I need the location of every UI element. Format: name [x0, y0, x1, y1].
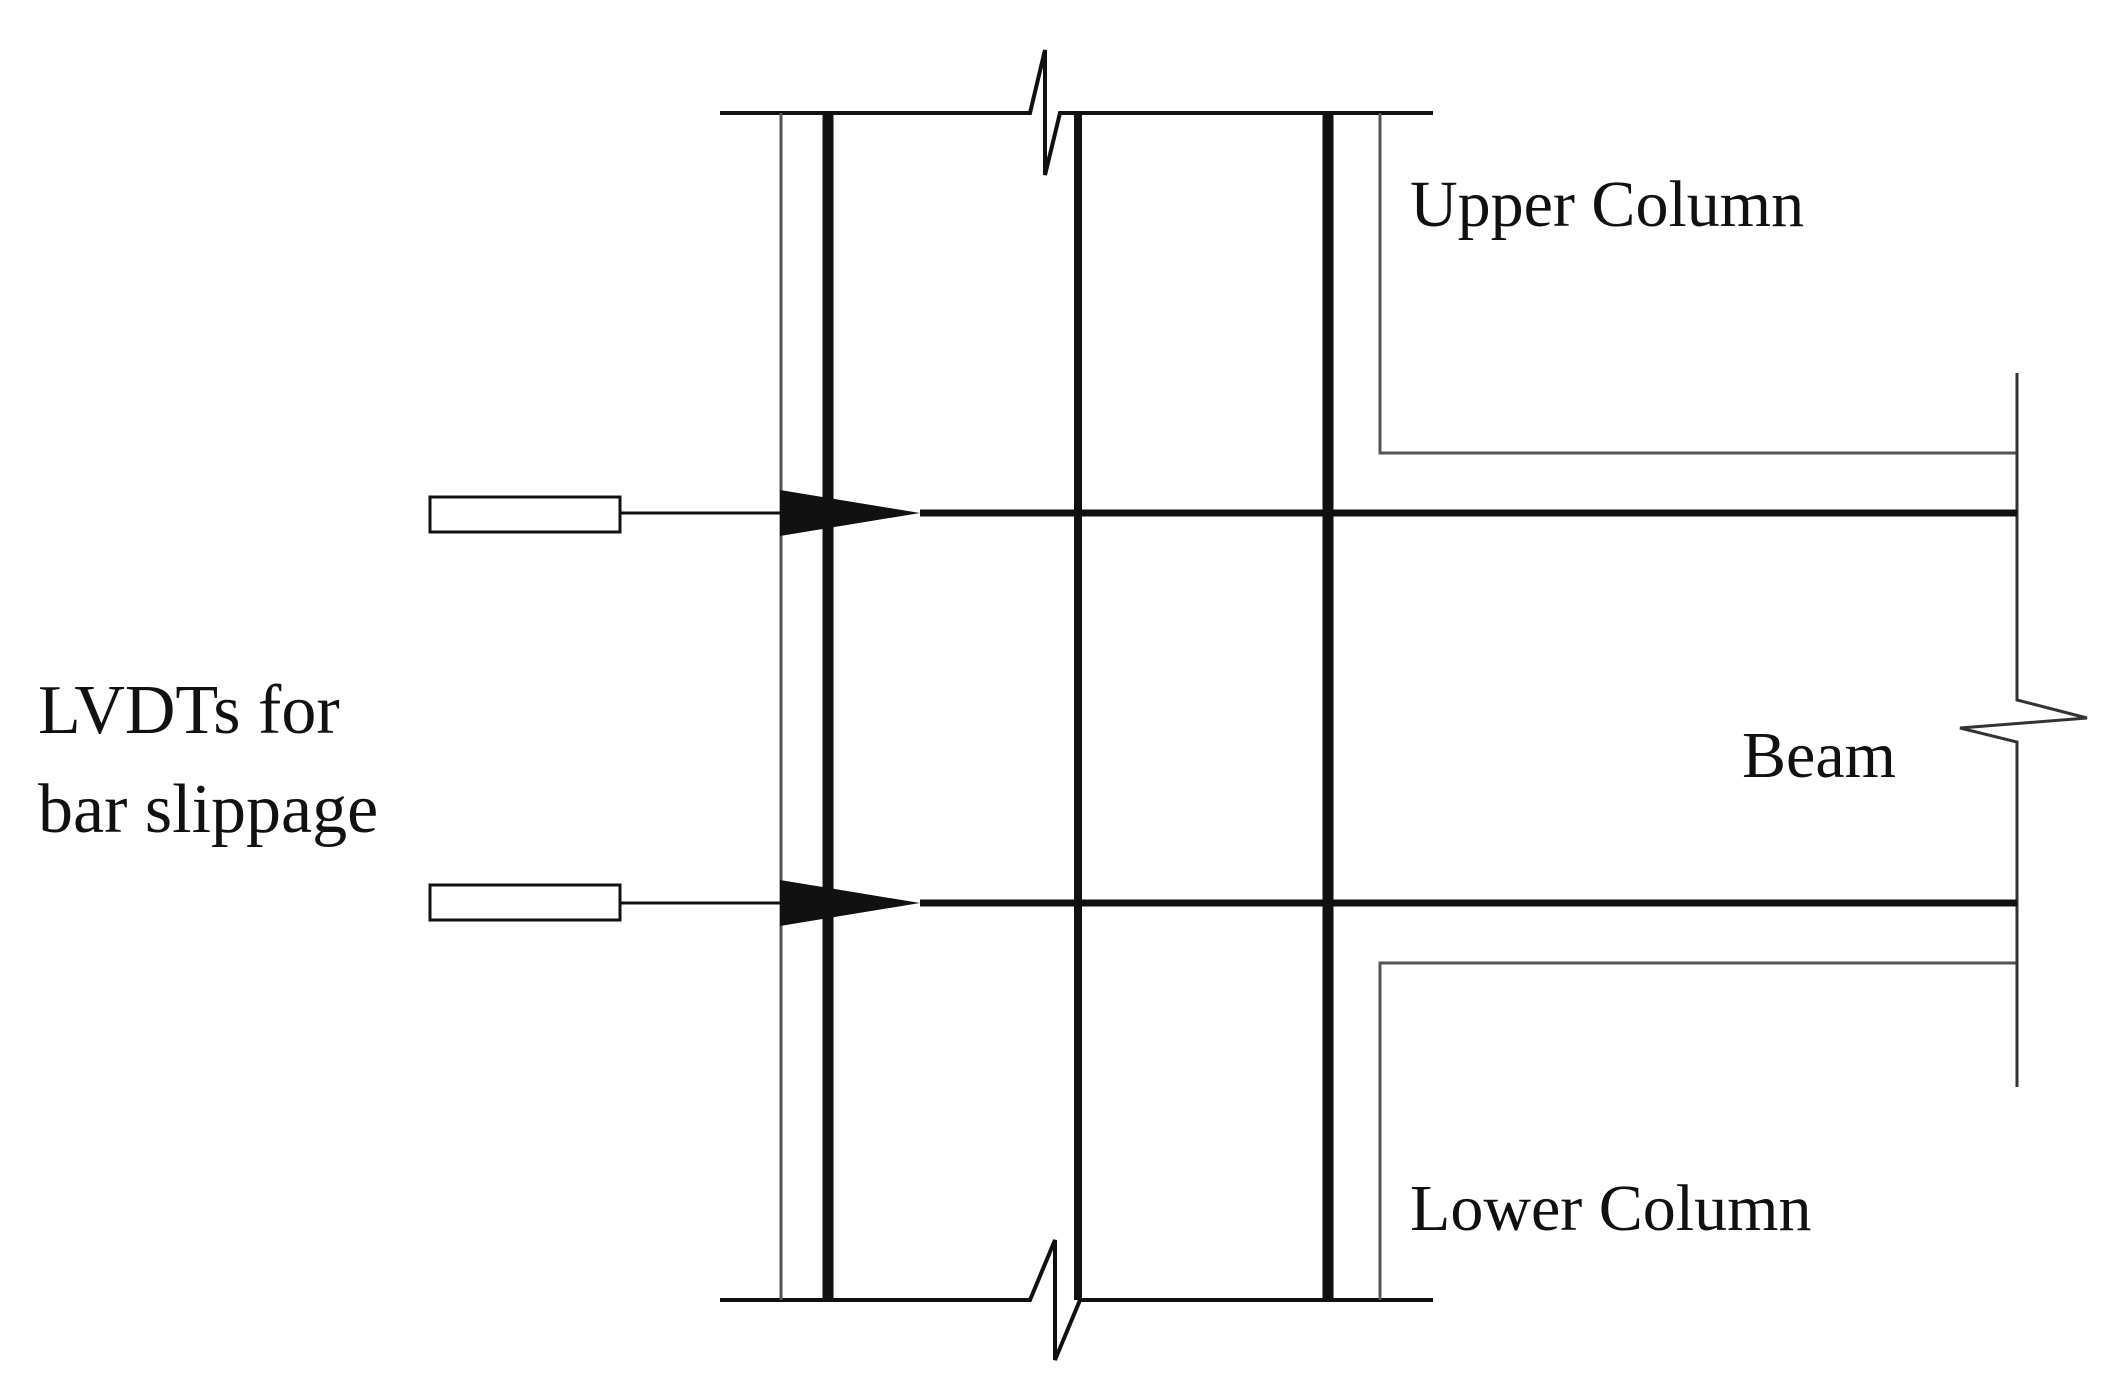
upper-column-right-face	[1378, 113, 2017, 455]
upper-column-label: Upper Column	[1410, 168, 1805, 241]
column-bottom-edge	[720, 1239, 1433, 1361]
lvdt-top	[428, 490, 920, 536]
lower-column-label: Lower Column	[1410, 1172, 1812, 1245]
beam-label: Beam	[1742, 719, 1896, 792]
lvdt-label-line1: LVDTs for	[38, 672, 340, 749]
lower-column-right-face	[1378, 961, 2017, 1300]
lvdt-top-body	[428, 495, 622, 534]
lvdt-bottom	[428, 880, 920, 926]
lvdt-label-line2: bar slippage	[38, 771, 379, 848]
lvdt-bottom-anchor	[780, 880, 920, 926]
beam-end-break	[1959, 373, 2088, 1087]
lvdt-bottom-body	[428, 883, 622, 922]
column-top-edge	[720, 49, 1433, 176]
lvdt-top-anchor	[780, 490, 920, 536]
